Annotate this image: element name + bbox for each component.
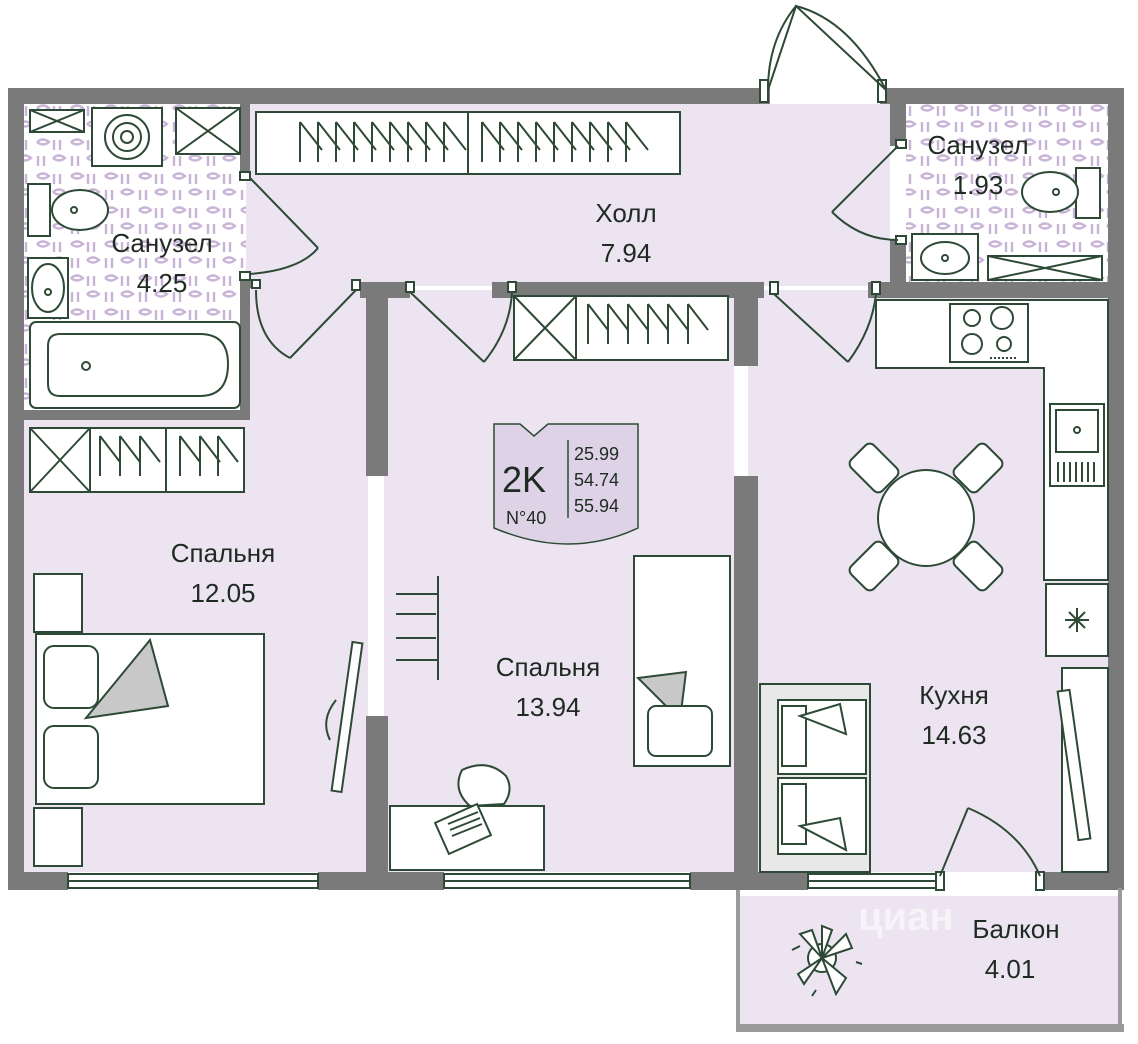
office-chair-icon	[457, 764, 511, 808]
toilet-icon	[27, 183, 109, 237]
tv-icon	[325, 640, 364, 794]
fridge-icon	[1045, 583, 1109, 657]
bed-icon	[35, 633, 265, 805]
cooktop-icon	[949, 303, 1029, 363]
wardrobe-left-bedroom	[29, 427, 245, 493]
bedroom-left-door[interactable]	[251, 279, 361, 359]
nightstand-icon	[33, 807, 83, 867]
room-name-bedroom-left: Спальня	[171, 538, 275, 568]
bathtub-icon	[29, 321, 241, 409]
room-area-kitchen: 14.63	[921, 720, 986, 750]
room-name-bath-small: Санузел	[927, 130, 1028, 160]
dining-table-icon	[848, 442, 1004, 592]
badge-total-area: 54.74	[574, 470, 619, 490]
badge-total-with-balcony: 55.94	[574, 496, 619, 516]
bath-large-door[interactable]	[239, 171, 319, 281]
hangers-hall	[299, 121, 649, 162]
badge-number: N°40	[506, 508, 546, 528]
room-name-bedroom-center: Спальня	[496, 652, 600, 682]
balcony-door[interactable]	[935, 807, 1045, 891]
room-area-bath-small: 1.93	[953, 170, 1004, 200]
chair-icon	[396, 576, 439, 680]
room-labels: Санузел 4.25 Холл 7.94 Санузел 1.93 Спал…	[111, 130, 1059, 984]
doors	[239, 4, 1045, 891]
badge-type: 2K	[502, 459, 546, 500]
vent-box-icon	[29, 109, 85, 133]
room-area-bedroom-left: 12.05	[190, 578, 255, 608]
room-area-hall: 7.94	[601, 238, 652, 268]
laptop-icon	[433, 802, 493, 856]
boiler-icon	[91, 107, 163, 167]
entrance-door[interactable]	[759, 4, 887, 103]
walls	[8, 88, 1124, 1032]
toilet-icon	[1021, 167, 1101, 219]
floor-balcony	[738, 896, 1120, 1026]
sink-icon	[27, 257, 69, 319]
room-name-bath-large: Санузел	[111, 228, 212, 258]
hall-wardrobe	[255, 111, 681, 175]
apartment-badge: 2K N°40 25.99 54.74 55.94	[493, 423, 639, 545]
room-name-kitchen: Кухня	[919, 680, 989, 710]
kitchen-counter	[875, 299, 1109, 581]
nightstand-icon	[33, 573, 83, 633]
bath-small-door[interactable]	[831, 139, 907, 245]
floor-bedroom-left-ext	[246, 286, 368, 416]
sink-icon	[911, 233, 979, 281]
room-name-balcony: Балкон	[972, 914, 1059, 944]
windows	[67, 873, 939, 889]
watermark-text: циан	[858, 895, 954, 939]
badge-living-area: 25.99	[574, 444, 619, 464]
vent-box-icon	[987, 255, 1103, 281]
room-area-balcony: 4.01	[985, 954, 1036, 984]
sofa-icon	[759, 683, 871, 873]
wardrobe-center-bedroom	[513, 295, 729, 361]
single-bed-icon	[633, 555, 731, 767]
room-area-bedroom-center: 13.94	[515, 692, 580, 722]
plant-icon	[791, 924, 863, 997]
kitchen-sink-icon	[1049, 403, 1105, 487]
room-area-bath-large: 4.25	[137, 268, 188, 298]
furniture	[27, 107, 1109, 997]
vent-box-icon	[175, 107, 241, 155]
bedroom-center-door[interactable]	[405, 281, 517, 363]
tv-icon	[1056, 667, 1109, 873]
room-name-hall: Холл	[595, 198, 656, 228]
